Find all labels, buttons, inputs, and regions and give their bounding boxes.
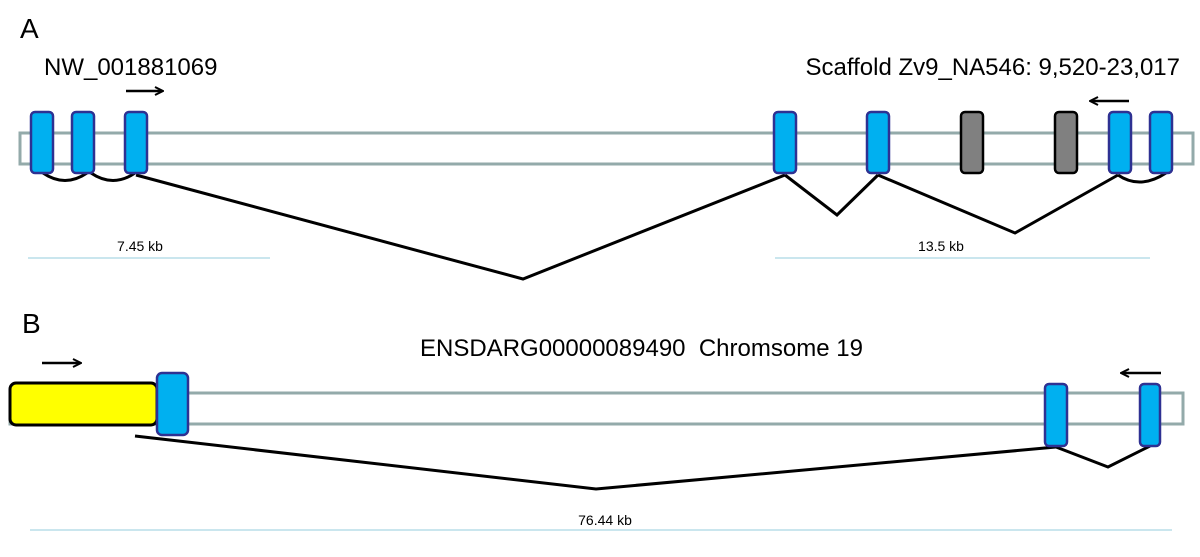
intron-line xyxy=(877,173,1119,235)
exon xyxy=(29,110,55,175)
panel-a-right-title: Scaffold Zv9_NA546: 9,520-23,017 xyxy=(806,54,1180,81)
splice-arc xyxy=(42,171,88,182)
exon xyxy=(123,110,149,175)
splice-arc xyxy=(1117,171,1167,184)
panel-b-title: ENSDARG00000089490 Chromsome 19 xyxy=(420,335,863,362)
utr-box xyxy=(8,381,159,427)
panel-a-backbone xyxy=(18,131,1195,166)
grey-exon xyxy=(1053,110,1079,175)
intron-line xyxy=(134,434,1057,491)
exon xyxy=(1148,110,1174,175)
panel-b-scale-label: 76.44 kb xyxy=(578,512,632,528)
exon xyxy=(155,371,190,437)
splice-arc xyxy=(90,171,136,182)
panel-a-left-scale-label: 7.45 kb xyxy=(117,238,163,254)
panel-a-left-title: NW_001881069 xyxy=(44,54,217,81)
exon xyxy=(772,110,798,175)
intron-line xyxy=(784,173,880,217)
panel-a-right-scale-label: 13.5 kb xyxy=(918,238,964,254)
exon xyxy=(1043,382,1069,448)
exon xyxy=(70,110,96,175)
panel-a-splice-lines xyxy=(42,171,1167,281)
panel-b-backbone xyxy=(8,391,1185,426)
panel-a-letter: A xyxy=(20,13,39,44)
grey-exon xyxy=(959,110,985,175)
exon xyxy=(1138,382,1162,448)
exon xyxy=(865,110,891,175)
panel-b-letter: B xyxy=(22,308,41,339)
exon xyxy=(1107,110,1133,175)
intron-line xyxy=(1055,444,1151,469)
panel-b-splice-lines xyxy=(134,434,1151,491)
intron-line xyxy=(135,173,786,281)
